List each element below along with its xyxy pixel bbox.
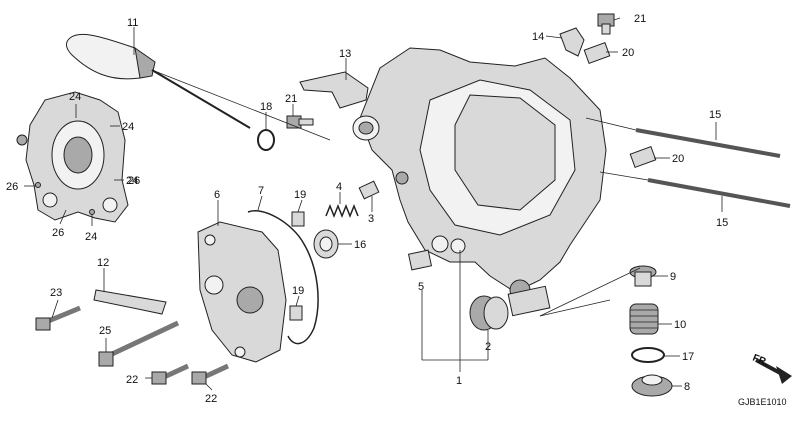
dowel-5 <box>407 249 433 271</box>
callout-26a: 26 <box>6 181 18 193</box>
callout-13: 13 <box>339 48 351 60</box>
o-ring-18 <box>257 129 275 151</box>
inset-crankcase-view <box>16 91 129 223</box>
callout-14: 14 <box>532 31 544 43</box>
callout-26b: 26 <box>128 175 140 187</box>
callout-22a: 22 <box>126 374 138 386</box>
callout-15a: 15 <box>709 109 721 121</box>
o-ring-17 <box>631 347 665 363</box>
spring-10 <box>629 303 659 335</box>
dipstick <box>66 33 251 129</box>
bolt-22-left <box>151 363 190 385</box>
diagram-code: GJB1E1010 <box>738 397 787 407</box>
stud-bolts-15 <box>635 128 791 208</box>
leader-lines <box>24 17 723 391</box>
callout-2: 2 <box>485 341 491 353</box>
callout-24c: 24 <box>126 175 138 187</box>
callout-20b: 20 <box>672 153 684 165</box>
callout-22b: 22 <box>205 393 217 405</box>
cap-8 <box>631 374 673 397</box>
dowel-19-top <box>291 211 305 227</box>
bracket-14 <box>559 27 585 57</box>
bolt-21-right <box>597 13 615 35</box>
callout-1: 1 <box>456 375 462 387</box>
callout-17: 17 <box>682 351 694 363</box>
callout-6: 6 <box>214 189 220 201</box>
collar-20-mid <box>629 146 657 168</box>
front-direction-arrow: FR. <box>751 353 792 384</box>
bolt-25 <box>98 320 180 367</box>
bolt-22-right <box>191 363 230 385</box>
cover-6 <box>197 221 287 363</box>
pin-3 <box>358 180 380 200</box>
callout-19b: 19 <box>292 285 304 297</box>
bracket-13 <box>299 71 369 109</box>
callout-26c: 26 <box>52 227 64 239</box>
callout-20a: 20 <box>622 47 634 59</box>
callout-7: 7 <box>258 185 264 197</box>
callout-24a: 24 <box>69 91 81 103</box>
collar-20-top <box>583 42 611 64</box>
callout-4: 4 <box>336 181 342 193</box>
callout-16: 16 <box>354 239 366 251</box>
bolt-21-left <box>286 115 314 129</box>
gasket-7 <box>247 210 319 345</box>
callout-24b: 24 <box>122 121 134 133</box>
callout-3: 3 <box>368 213 374 225</box>
callout-23: 23 <box>50 287 62 299</box>
bearing-2 <box>469 295 509 331</box>
callout-11: 11 <box>127 17 138 29</box>
bolt-23 <box>35 305 81 331</box>
callout-9: 9 <box>670 271 676 283</box>
callout-25: 25 <box>99 325 111 337</box>
callout-21b: 21 <box>285 93 297 105</box>
callout-19a: 19 <box>294 189 306 201</box>
spring-4 <box>325 203 359 219</box>
dowel-19-bottom <box>289 305 303 321</box>
callout-15b: 15 <box>716 217 728 229</box>
callout-5: 5 <box>418 281 424 293</box>
callout-21a: 21 <box>634 13 646 25</box>
callout-10: 10 <box>674 319 686 331</box>
drain-plug-9 <box>629 265 657 287</box>
plate-12 <box>93 289 167 315</box>
callout-labels: 1 2 3 4 5 6 7 8 9 10 11 12 13 14 15 15 1… <box>6 13 728 405</box>
callout-18: 18 <box>260 101 272 113</box>
callout-12: 12 <box>97 257 109 269</box>
crankcase-half <box>352 47 607 317</box>
callout-24d: 24 <box>85 231 97 243</box>
callout-8: 8 <box>684 381 690 393</box>
